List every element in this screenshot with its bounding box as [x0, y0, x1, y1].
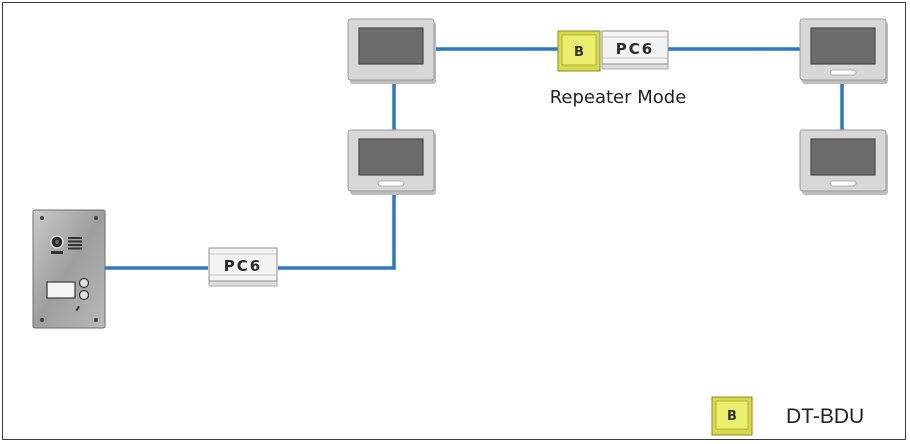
monitor-2 [347, 129, 436, 195]
name-plate [46, 281, 76, 299]
monitor-3 [799, 18, 888, 84]
legend-badge: B [727, 409, 737, 424]
bdu-module-repeater: B [557, 30, 601, 72]
legend-bdu-swatch: B [711, 396, 753, 436]
repeater-mode-label: Repeater Mode [550, 87, 687, 108]
pc6-power-supply-upper: PC6 [601, 30, 669, 70]
monitor-1 [347, 18, 436, 84]
pc6-label: PC6 [224, 257, 262, 275]
diagram-frame [2, 2, 906, 440]
call-button-icon [78, 289, 90, 301]
pc6-label: PC6 [616, 40, 654, 58]
legend-label: DT-BDU [786, 405, 864, 428]
monitor-button [377, 180, 405, 187]
monitor-4 [799, 129, 888, 195]
door-station-icon [32, 209, 106, 329]
bdu-badge: B [574, 45, 584, 60]
monitor-button [829, 69, 857, 76]
bus-wiring [105, 47, 844, 270]
wire-pc6-to-monitor-2 [278, 192, 396, 270]
monitor-button [829, 180, 857, 187]
speaker-grille-icon [68, 237, 82, 250]
legend: B DT-BDU [711, 396, 864, 436]
call-button-icon [78, 277, 90, 289]
pc6-power-supply-lower: PC6 [208, 247, 278, 287]
